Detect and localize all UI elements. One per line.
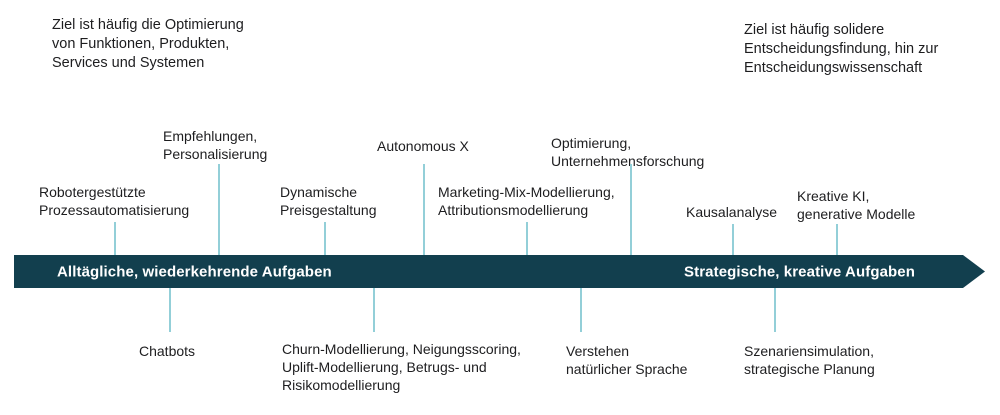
- timeline-arrow: Alltägliche, wiederkehrende Aufgaben Str…: [14, 255, 985, 288]
- tick-marker: [218, 164, 220, 256]
- tick-marker: [324, 222, 326, 256]
- tick-marker: [774, 288, 776, 332]
- tick-marker: [630, 164, 632, 256]
- tick-marker: [526, 222, 528, 256]
- label-dynamic-pricing: Dynamische Preisgestaltung: [280, 184, 377, 218]
- goal-note-left: Ziel ist häufig die Optimierung von Funk…: [52, 17, 244, 71]
- label-autonomous-x: Autonomous X: [377, 138, 469, 154]
- label-causal-analysis: Kausalanalyse: [686, 204, 778, 220]
- tick-marker: [732, 224, 734, 256]
- label-creative-ai-generative-models: Kreative KI, generative Modelle: [797, 188, 916, 222]
- label-churn-uplift-risk-modeling: Churn-Modellierung, Neigungsscoring, Upl…: [282, 341, 521, 393]
- tick-marker: [373, 288, 375, 332]
- tick-marker: [169, 288, 171, 332]
- arrow-right-label: Strategische, kreative Aufgaben: [684, 263, 915, 280]
- label-chatbots: Chatbots: [139, 343, 196, 359]
- tick-marker: [114, 222, 116, 256]
- tick-marker: [836, 224, 838, 256]
- tick-marker: [423, 164, 425, 256]
- label-natural-language-understanding: Verstehen natürlicher Sprache: [566, 343, 688, 377]
- goal-note-right: Ziel ist häufig solidere Entscheidungsfi…: [744, 22, 939, 76]
- arrow-left-label: Alltägliche, wiederkehrende Aufgaben: [57, 263, 332, 280]
- label-optimization-operations-research: Optimierung, Unternehmensforschung: [551, 135, 705, 169]
- label-recommendations-personalization: Empfehlungen, Personalisierung: [163, 128, 268, 162]
- tick-marker: [580, 288, 582, 332]
- label-marketing-mix-modeling: Marketing-Mix-Modellierung, Attributions…: [438, 184, 615, 218]
- label-scenario-simulation-planning: Szenariensimulation, strategische Planun…: [744, 343, 875, 377]
- label-robotic-process-automation: Robotergestützte Prozessautomatisierung: [39, 184, 190, 218]
